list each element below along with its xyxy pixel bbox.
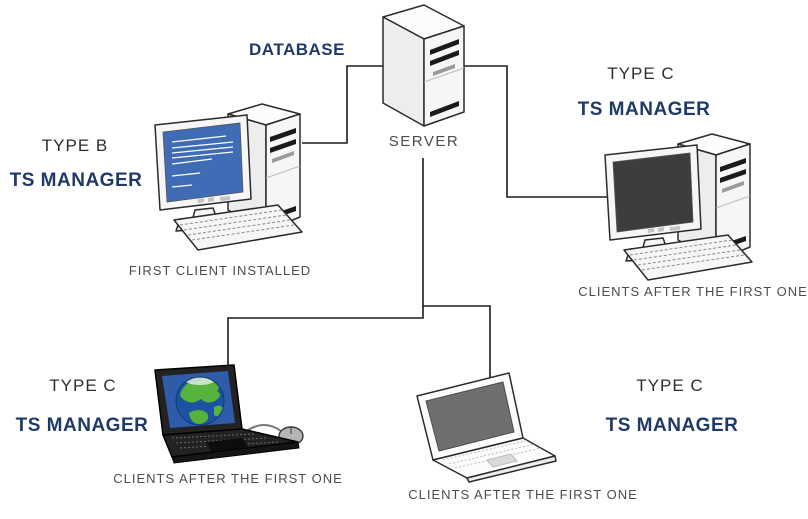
server-caption: SERVER: [388, 133, 460, 150]
left-laptop-caption: CLIENTS AFTER THE FIRST ONE: [113, 471, 343, 486]
desktop-computer-dark-icon: [604, 133, 753, 281]
left-laptop-type-label: TYPE C: [49, 376, 117, 395]
database-label: DATABASE: [249, 40, 345, 59]
center-laptop-product-label: TS MANAGER: [605, 415, 739, 436]
connection-server-to-first-client: [302, 65, 390, 144]
right-client-product-label: TS MANAGER: [577, 99, 711, 120]
right-client-caption: CLIENTS AFTER THE FIRST ONE: [578, 284, 808, 299]
connection-server-to-right-client: [455, 65, 614, 198]
first-client-product-label: TS MANAGER: [9, 170, 143, 191]
first-client-type-label: TYPE B: [41, 136, 109, 155]
center-laptop-caption: CLIENTS AFTER THE FIRST ONE: [408, 487, 638, 502]
laptop-globe-icon: [154, 364, 304, 464]
center-laptop-type-label: TYPE C: [636, 376, 704, 395]
left-laptop-product-label: TS MANAGER: [15, 415, 149, 436]
desktop-computer-icon: [154, 103, 303, 251]
first-client-caption: FIRST CLIENT INSTALLED: [128, 263, 312, 278]
laptop-icon: [416, 372, 557, 483]
connection-server-to-center-laptop: [423, 305, 491, 382]
connection-server-to-left-laptop: [227, 158, 424, 372]
touchpad: [486, 453, 518, 468]
right-client-type-label: TYPE C: [607, 64, 675, 83]
server-tower-icon: [382, 4, 465, 127]
